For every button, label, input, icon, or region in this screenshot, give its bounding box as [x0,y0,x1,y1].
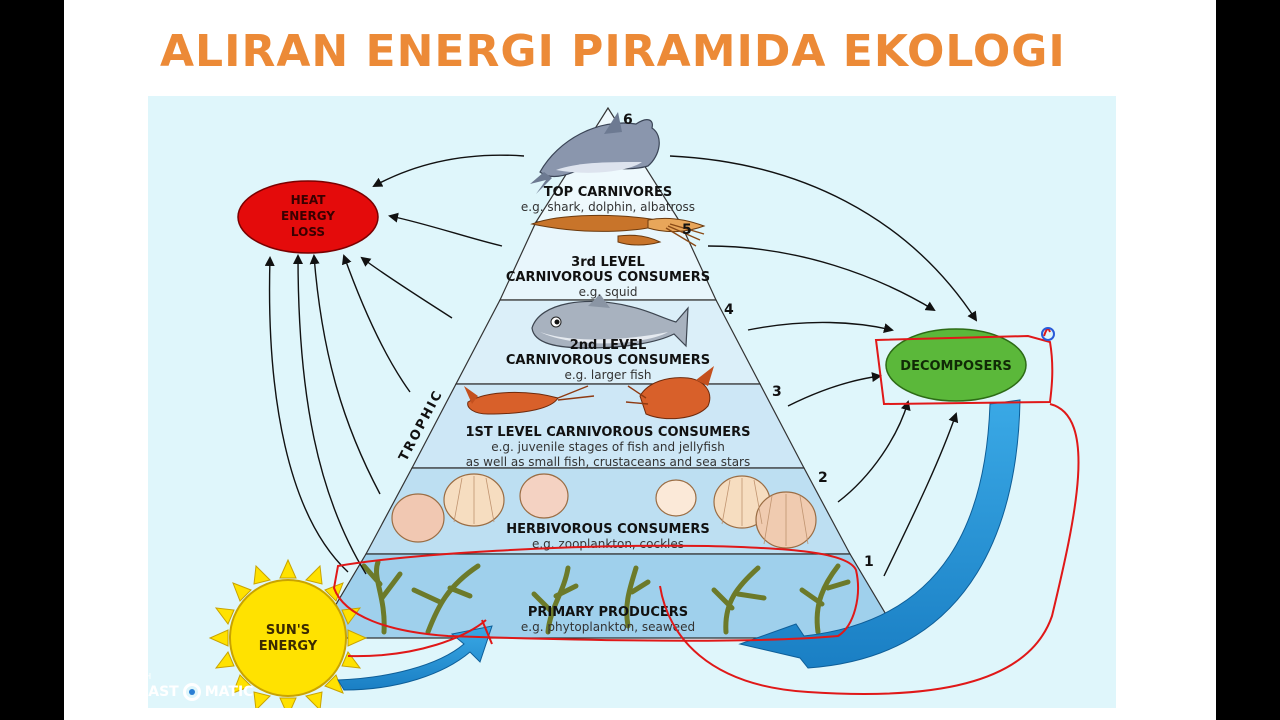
level-5-labels: 5 3rd LEVEL CARNIVOROUS CONSUMERS e.g. s… [506,222,710,299]
decomposers-node: DECOMPOSERS [885,328,1027,402]
annotation-marks [332,327,1080,696]
slide-title: ALIRAN ENERGI PIRAMIDA EKOLOGI [160,26,1066,77]
level-5-title-line2: CARNIVOROUS CONSUMERS [506,270,710,285]
level-number-2: 2 [818,470,828,486]
heat-loss-line2: ENERGY [281,209,335,223]
crayfish-icon [464,366,714,420]
level-1-example: e.g. phytoplankton, seaweed [521,620,695,634]
slide: ALIRAN ENERGI PIRAMIDA EKOLOGI [64,0,1216,720]
decomposers-label: DECOMPOSERS [900,359,1011,374]
level-3-example-line2: as well as small fish, crustaceans and s… [466,455,750,469]
ecological-pyramid-diagram: 6 TOP CARNIVORES e.g. shark, dolphin, al… [208,106,1080,718]
sun-label-line1: SUN'S [266,623,310,638]
level-6-example: e.g. shark, dolphin, albatross [521,200,695,214]
level-number-5: 5 [682,222,692,238]
watermark-brand-right: MATIC [204,684,254,700]
level-4-example: e.g. larger fish [564,368,651,382]
watermark-brand-left: SCREENCAST [76,684,179,700]
decomposer-flow-arrow [738,399,1021,669]
screencast-watermark: RECORDED WITH SCREENCAST MATIC [76,672,253,701]
level-2-title: HERBIVOROUS CONSUMERS [506,522,710,537]
level-4-labels: 4 2nd LEVEL CARNIVOROUS CONSUMERS e.g. l… [506,302,734,382]
level-3-labels: 3 1ST LEVEL CARNIVOROUS CONSUMERS e.g. j… [465,384,781,469]
level-3-title: 1ST LEVEL CARNIVOROUS CONSUMERS [465,425,750,440]
cockle-shell-icon [391,473,817,549]
diagram-panel: 6 TOP CARNIVORES e.g. shark, dolphin, al… [148,96,1116,718]
sun-label-line2: ENERGY [259,639,318,654]
sun-flow-arrow [337,625,493,691]
level-number-6: 6 [623,112,633,128]
seaweed-icon [361,559,851,635]
level-1-labels: 1 PRIMARY PRODUCERS e.g. phytoplankton, … [521,554,874,634]
heat-loss-line1: HEAT [291,193,327,207]
heat-energy-loss-node: HEAT ENERGY LOSS [237,180,379,254]
level-6-labels: 6 TOP CARNIVORES e.g. shark, dolphin, al… [521,112,695,214]
decomposer-arrows [669,155,978,577]
sun-icon: SUN'S ENERGY [208,558,368,718]
level-number-1: 1 [864,554,874,570]
level-number-4: 4 [724,302,734,318]
watermark-recorded-with: RECORDED WITH [76,672,152,681]
squid-icon [530,214,706,247]
level-4-title-line2: CARNIVOROUS CONSUMERS [506,353,710,368]
level-5-example: e.g. squid [579,285,638,299]
level-4-title-line1: 2nd LEVEL [570,338,647,353]
level-1-title: PRIMARY PRODUCERS [528,605,688,620]
level-6-title: TOP CARNIVORES [544,185,672,200]
level-number-3: 3 [772,384,782,400]
heat-loss-arrows [264,154,525,575]
level-5-title-line1: 3rd LEVEL [571,255,645,270]
fish-icon [531,294,689,349]
level-3-example-line1: e.g. juvenile stages of fish and jellyfi… [491,440,725,454]
dolphin-icon [530,112,660,194]
heat-loss-line3: LOSS [291,225,325,239]
screencast-logo-icon [182,683,201,701]
